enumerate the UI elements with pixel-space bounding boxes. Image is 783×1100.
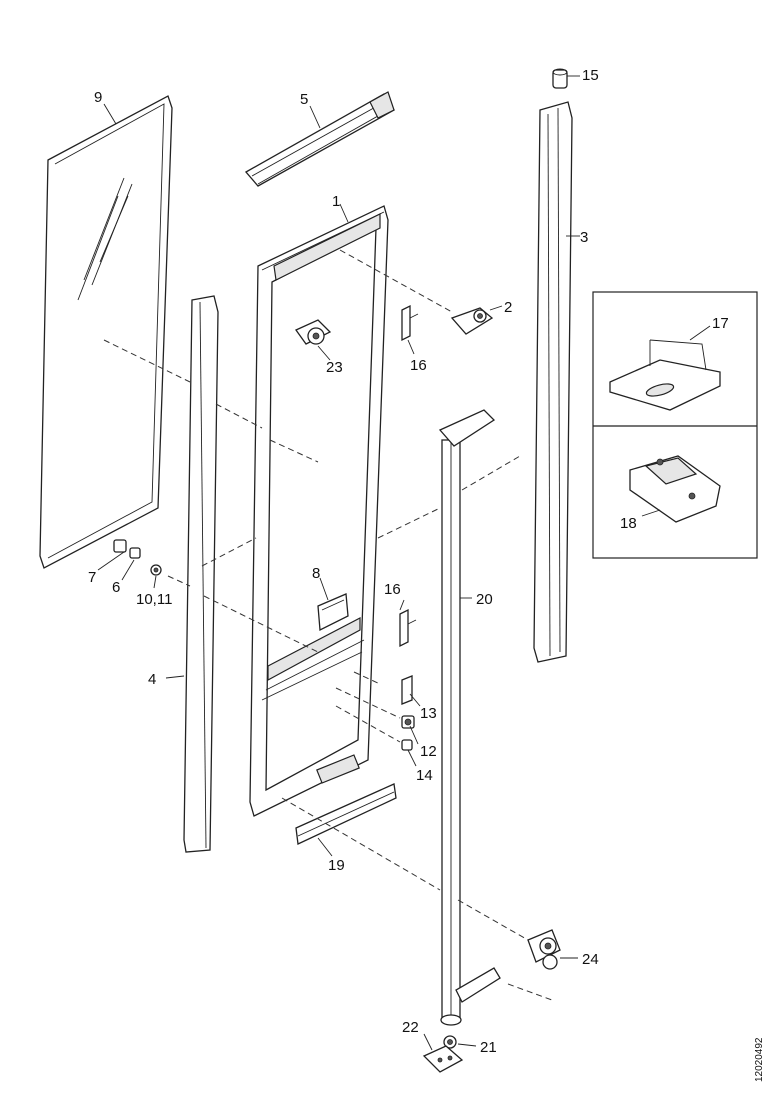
- document-id: 12020492: [754, 1037, 765, 1082]
- label-part-6: 6: [112, 579, 120, 596]
- label-part-12: 12: [420, 743, 437, 760]
- leader-lines: [97, 75, 711, 1051]
- door-frame-part: [249, 205, 389, 817]
- label-part-7: 7: [88, 569, 96, 586]
- right-profile-part: [533, 101, 573, 663]
- glass-panel-part: [39, 95, 173, 569]
- bracket-8-part: [317, 593, 349, 632]
- label-part-1: 1: [332, 193, 340, 210]
- label-part-17: 17: [712, 315, 729, 332]
- label-part-22: 22: [402, 1019, 419, 1036]
- left-profile-part: [183, 295, 219, 853]
- label-part-10-11: 10,11: [136, 591, 172, 608]
- label-part-21: 21: [480, 1039, 497, 1056]
- label-part-8: 8: [312, 565, 320, 582]
- label-part-14: 14: [416, 767, 433, 784]
- top-strip-part: [244, 91, 395, 187]
- hinge-2-part: [450, 307, 494, 335]
- cap-part: [552, 68, 568, 89]
- small-parts-21-22: [422, 1035, 464, 1073]
- label-part-18-inset: 18: [620, 515, 637, 532]
- small-parts-6-7-10: [113, 539, 162, 576]
- label-part-4: 4: [148, 671, 156, 688]
- inset-detail-box: [592, 291, 758, 559]
- part-labels: 9 5 1 15 3 2 23 16 17 18 7 6 10,11 8 16 …: [88, 67, 729, 1056]
- hinge-23-part: [295, 319, 332, 345]
- label-part-3: 3: [580, 229, 588, 246]
- bottom-strip-part: [295, 783, 397, 845]
- label-part-15: 15: [582, 67, 599, 84]
- label-part-24: 24: [582, 951, 599, 968]
- label-part-13: 13: [420, 705, 437, 722]
- clip-18-lower-part: [399, 608, 417, 648]
- label-part-9: 9: [94, 89, 102, 106]
- label-part-19: 19: [328, 857, 345, 874]
- clip-18-upper-part: [401, 304, 419, 342]
- label-part-20: 20: [476, 591, 493, 608]
- label-part-18-upper: 16: [410, 357, 427, 374]
- hinge-24-part: [527, 929, 561, 970]
- label-part-2: 2: [504, 299, 512, 316]
- rod-part: [438, 409, 501, 1026]
- label-part-16: 16: [384, 581, 401, 598]
- label-part-5: 5: [300, 91, 308, 108]
- alignment-lines: [103, 249, 553, 1001]
- small-parts-12-14: [401, 675, 415, 751]
- label-part-23: 23: [326, 359, 343, 376]
